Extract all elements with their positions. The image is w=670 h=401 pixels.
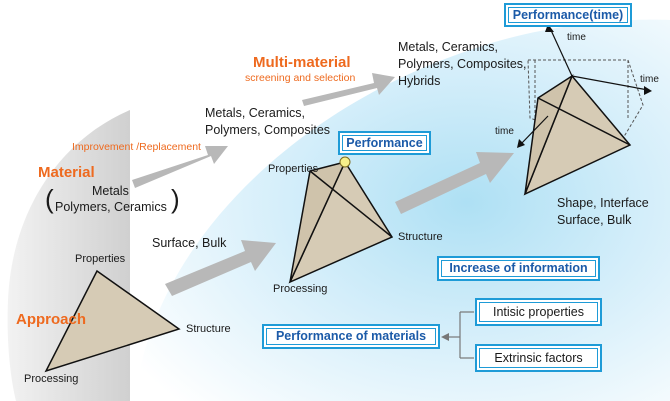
approach-triangle: [44, 269, 181, 373]
arrow-approach-to-performance: [165, 240, 276, 296]
arrow-stage2-to-multi: [302, 73, 395, 106]
material-line2: Polymers, Ceramics: [55, 200, 167, 214]
tetrahedron-vertex-structure: Structure: [398, 231, 443, 243]
time-label-right: time: [640, 74, 659, 85]
stage3-line1: Metals, Ceramics,: [398, 40, 499, 54]
performance-box: Performance: [338, 131, 431, 155]
shape-interface-line2: Surface, Bulk: [557, 213, 632, 227]
performance-of-materials-box: Performance of materials: [262, 324, 440, 349]
improvement-label: Improvement /Replacement: [72, 141, 201, 153]
performance-tetrahedron: [288, 156, 394, 284]
multi-material-subtitle: screening and selection: [245, 72, 356, 84]
material-title: Material: [38, 164, 95, 181]
factors-bracket: [447, 311, 474, 359]
approach-vertex-structure: Structure: [186, 323, 231, 335]
time-label-top: time: [567, 32, 586, 43]
stage3-line3: Hybrids: [398, 74, 441, 88]
tetrahedron-vertex-properties: Properties: [268, 163, 319, 175]
performance-time-box: Performance(time): [504, 3, 632, 27]
intrinsic-properties-box: Intisic properties: [475, 298, 602, 326]
increase-information-box: Increase of information: [437, 256, 600, 281]
bracket-arrowhead: [441, 333, 449, 341]
stage2-materials-line2: Polymers, Composites: [205, 123, 331, 137]
material-close-paren: ): [171, 184, 180, 214]
surface-bulk-label: Surface, Bulk: [152, 236, 227, 250]
arrow-material-to-stage2: [132, 146, 228, 188]
material-line1: Metals: [92, 184, 129, 198]
shape-interface-line1: Shape, Interface: [557, 196, 649, 210]
approach-vertex-properties: Properties: [75, 253, 126, 265]
vertex-marker: [339, 156, 351, 168]
arrow-performance-to-time: [395, 152, 514, 214]
extrinsic-factors-box: Extrinsic factors: [475, 344, 602, 372]
stage2-materials-line1: Metals, Ceramics,: [205, 106, 306, 120]
approach-title: Approach: [16, 311, 87, 328]
material-open-paren: (: [45, 184, 54, 214]
stage3-line2: Polymers, Composites,: [398, 57, 527, 71]
multi-material-title: Multi-material: [253, 54, 351, 71]
time-label-left: time: [495, 126, 514, 137]
tetrahedron-vertex-processing: Processing: [273, 283, 328, 295]
approach-vertex-processing: Processing: [24, 373, 79, 385]
